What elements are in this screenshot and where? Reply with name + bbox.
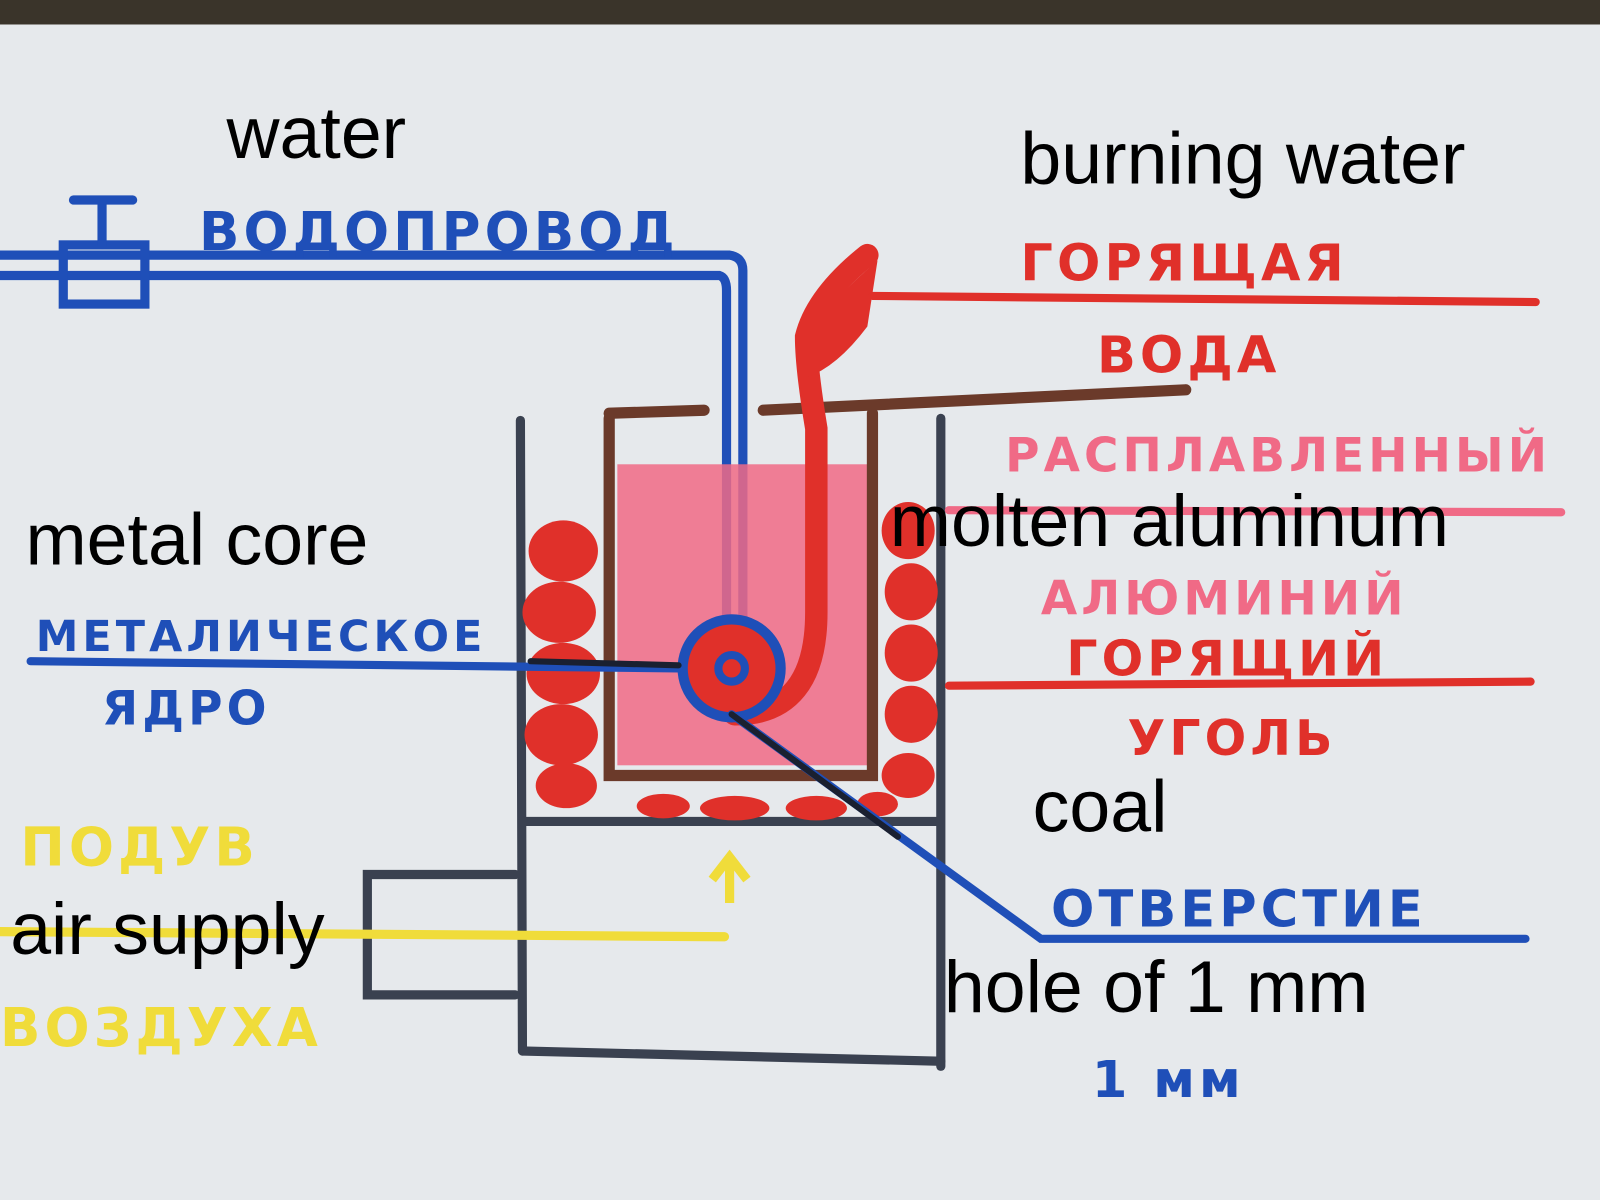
ru-core-1: МЕТАЛИЧЕСКОЕ [36,612,487,662]
label-coal: coal [1033,765,1168,848]
ru-hole-2: 1 мм [1092,1051,1245,1110]
water-pipe [0,250,748,658]
ru-air-1: ПОДУВ [20,816,258,878]
valve-icon [58,195,150,309]
ru-molten-2: АЛЮМИНИЙ [1041,571,1408,626]
ru-coal-2: УГОЛЬ [1128,710,1337,767]
label-water: water [226,91,407,174]
ru-hole-1: ОТВЕРСТИЕ [1051,881,1427,940]
metal-core [677,614,786,723]
label-burning-water: burning water [1020,117,1465,200]
ru-coal-1: ГОРЯЩИЙ [1066,629,1388,688]
burning-coal [522,502,938,821]
ru-core-2: ЯДРО [102,681,271,736]
leader-lines [0,291,1566,943]
label-molten-aluminum: molten aluminum [890,479,1449,562]
flame [801,260,878,378]
crucible [603,384,1192,782]
label-metal-core: metal core [26,497,369,580]
ru-molten-1: РАСПЛАВЛЕННЫЙ [1005,428,1551,483]
label-hole: hole of 1 mm [944,945,1369,1028]
ru-water-pipe: ВОДОПРОВОД [199,201,679,263]
ru-air-2: ВОЗДУХА [0,997,322,1059]
burning-water-stream [723,243,879,726]
label-air-supply: air supply [10,887,325,970]
air-arrow-icon [708,849,751,904]
ru-burning-1: ГОРЯЩАЯ [1020,235,1348,294]
background-strip [0,0,1600,25]
ru-burning-2: ВОДА [1097,326,1281,385]
